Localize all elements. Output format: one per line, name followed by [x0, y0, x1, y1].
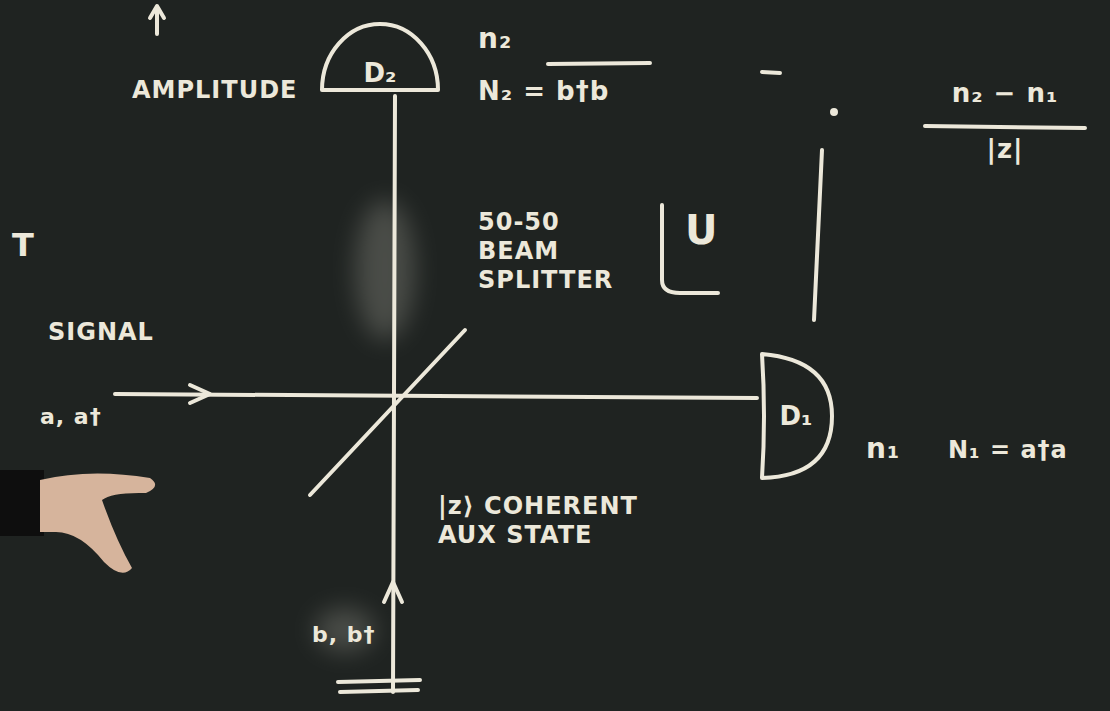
amplitude-arrow [150, 6, 164, 34]
fraction-bar [925, 126, 1085, 128]
beam-label: |z⟩ COHERENT AUX STATE [438, 492, 688, 550]
beam-label: SIGNAL [48, 318, 154, 347]
operator-label: b, b† [312, 622, 376, 648]
chalk-dash [762, 72, 780, 73]
detector-label: D₁ [780, 401, 813, 431]
number-operator: N₁ = a†a [948, 436, 1068, 465]
fraction-denominator: |z| [920, 134, 1090, 165]
operator-bracket [662, 205, 718, 293]
fraction-numerator: n₂ − n₁ [920, 78, 1090, 109]
operator-label: U [685, 206, 718, 254]
operator-label: a, a† [40, 404, 102, 430]
chalk-underline [340, 690, 418, 692]
detector-label: D₂ [364, 58, 397, 88]
detector: D₂ [318, 14, 442, 94]
number-operator: N₂ = b†b [478, 76, 609, 107]
axis-label: AMPLITUDE [132, 76, 297, 105]
chalk-underline [338, 680, 420, 682]
chalk-dot [832, 110, 836, 114]
beam-arrow [190, 385, 210, 403]
photon-number: n₁ [866, 432, 900, 466]
chalk-smudge [315, 200, 415, 652]
component-label: 50-50 BEAM SPLITTER [478, 208, 613, 294]
detector: D₁ [756, 350, 836, 482]
lecturer-hand [0, 470, 155, 573]
beam-splitter [310, 330, 465, 495]
beam-arrow [384, 582, 402, 602]
chalk-stroke [814, 150, 822, 320]
photon-number: n₂ [478, 22, 512, 56]
chalk-bar [548, 63, 650, 64]
symbol-label: T [12, 226, 35, 264]
